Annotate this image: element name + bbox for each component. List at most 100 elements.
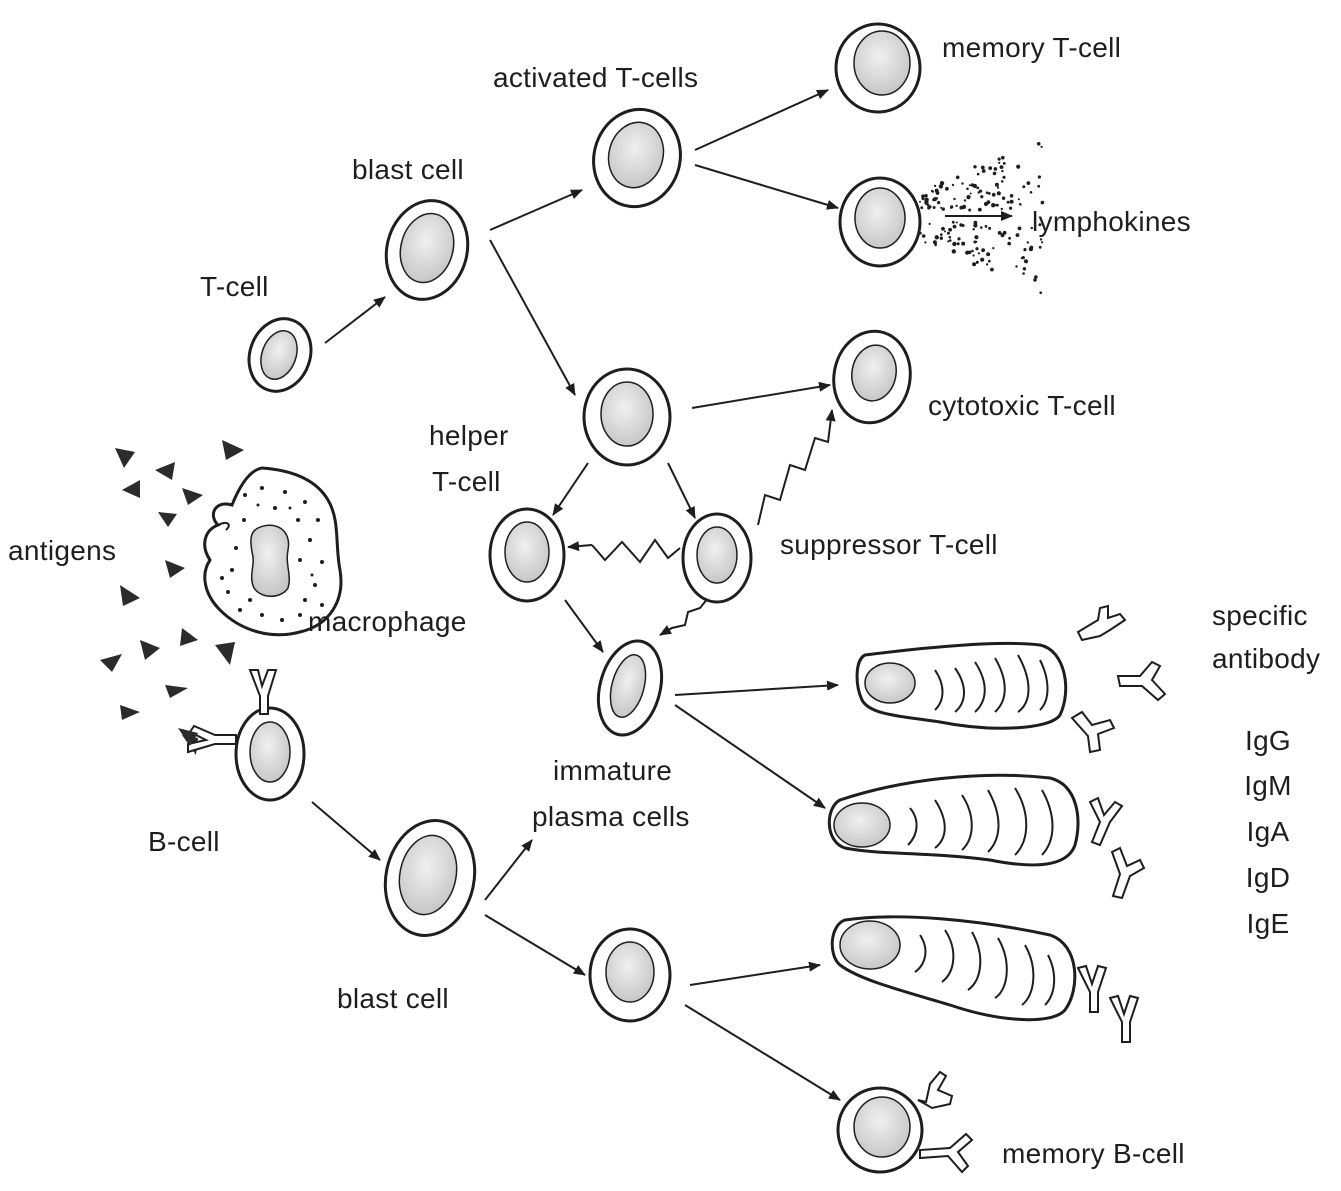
arrow-blast-to-helper	[490, 240, 575, 395]
lymphokine-dot	[978, 208, 982, 212]
label-antigens: antigens	[8, 537, 116, 565]
lymphokine-dot	[1027, 241, 1029, 243]
arrow-activated-to-lymphokine-cell	[695, 165, 838, 208]
label-iga: IgA	[1247, 818, 1290, 846]
lymphokine-dot	[1039, 246, 1042, 249]
lymphokine-dot	[980, 258, 984, 262]
lymphokine-dot	[971, 250, 974, 253]
lymphokine-dot	[935, 235, 939, 239]
lymphokine-dot	[966, 195, 970, 199]
lymphokine-dot	[984, 202, 988, 206]
lymphokine-dot	[993, 172, 997, 176]
lymphokine-dot	[1037, 142, 1041, 146]
antibody-icon	[1090, 798, 1122, 845]
lymphokine-dot	[990, 268, 994, 272]
lymphokine-dot	[942, 207, 945, 210]
lymphokine-dot	[1007, 201, 1010, 204]
lymphokine-dot	[972, 262, 976, 266]
lymphokine-dot	[973, 228, 975, 230]
lymphokine-dot	[1007, 242, 1011, 246]
immature-plasma-cell-lower	[590, 929, 670, 1021]
lymphokine-dot	[997, 191, 1001, 195]
lymphokine-dot	[933, 197, 937, 201]
antigen	[140, 640, 160, 660]
lymphokine-dot	[986, 252, 990, 256]
lymphokine-dot	[1027, 181, 1031, 185]
antigen	[180, 628, 198, 646]
antigen	[115, 448, 135, 468]
lymphokine-dot	[1022, 272, 1025, 275]
lymphokine-dot	[922, 197, 925, 200]
lymphokine-dot	[919, 232, 922, 235]
zigzag-suppressor-to-helper	[592, 540, 680, 562]
label-ige: IgE	[1247, 910, 1290, 938]
lymphokine-dot	[1038, 175, 1041, 178]
lymphokine-dot	[959, 206, 963, 210]
zigzag-suppressor-to-immature	[660, 598, 708, 635]
lymphokine-dot	[998, 158, 1001, 161]
lymphokine-dot	[997, 187, 999, 189]
label-memory-b-cell: memory B-cell	[1002, 1140, 1185, 1168]
lymphokine-dot	[1039, 291, 1042, 294]
arrow-activated-to-memory	[695, 90, 828, 150]
lymphokine-dot	[953, 198, 955, 200]
lymphokine-dot	[980, 226, 983, 229]
lymphokine-dot	[970, 193, 972, 195]
label-helper-t-cell: T-cell	[432, 468, 501, 496]
lymphokine-dot	[957, 242, 960, 245]
antigen	[158, 512, 177, 527]
label-cytotoxic-t-cell: cytotoxic T-cell	[928, 392, 1116, 420]
arrow-helper-to-suppressor	[668, 463, 695, 518]
label-t-cell: T-cell	[200, 273, 269, 301]
arrow-immature-to-plasma1	[675, 685, 838, 695]
arrow-blast-to-activated	[490, 190, 582, 230]
antigen	[100, 654, 122, 672]
label-lymphokines: lymphokines	[1032, 208, 1191, 236]
label-blast-cell-t: blast cell	[352, 156, 464, 184]
arrow-helper-to-cytotoxic	[692, 385, 830, 408]
lymphokine-dot	[1041, 241, 1043, 243]
lymphokine-dot	[968, 209, 971, 212]
lymphokine-dot	[976, 262, 978, 264]
lymphokine-dot	[920, 206, 923, 209]
arrow-plasma-lower-to-plasma3	[690, 965, 820, 985]
lymphokine-dot	[985, 225, 988, 228]
helper-t-cell	[584, 369, 670, 465]
lymphokine-dot	[1021, 257, 1023, 259]
activated-t-cell	[583, 100, 691, 217]
label-suppressor-t-cell: suppressor T-cell	[780, 531, 998, 559]
lymphokine-dot	[1001, 170, 1003, 172]
blast-cell-t	[375, 191, 478, 308]
antigen	[165, 560, 185, 578]
arrow-blast-to-plasma-lower	[485, 915, 585, 975]
lymphokine-dot	[1015, 265, 1017, 267]
lymphokine-dot	[936, 191, 940, 195]
antigen	[165, 685, 188, 698]
lymphokine-dot	[952, 184, 954, 186]
plasma-cell-1	[857, 643, 1066, 728]
lymphokine-dot	[1008, 237, 1011, 240]
lymphokine-dot	[991, 203, 995, 207]
lymphokine-dot	[926, 198, 929, 201]
arrow-plasma-lower-to-memory-b	[685, 1005, 840, 1100]
lymphokine-dot	[953, 225, 957, 229]
label-blast-cell-b: blast cell	[337, 985, 449, 1013]
label-igm: IgM	[1244, 772, 1292, 800]
lymphokine-dot	[1040, 238, 1042, 240]
lymphokine-dot	[1016, 165, 1020, 169]
lymphokine-dot	[1002, 197, 1005, 200]
lymphokine-dot	[939, 184, 943, 188]
lymphokine-dot	[992, 247, 994, 249]
antibody-icon	[1078, 606, 1125, 640]
lymphokine-dot	[933, 206, 936, 209]
antigen	[222, 440, 244, 460]
lymphokine-dot	[948, 228, 952, 232]
lymphokine-dot	[976, 187, 979, 190]
lymphokine-dot	[994, 167, 998, 171]
antigen	[155, 462, 175, 480]
lymphokine-dot	[952, 249, 956, 253]
lymphokine-dot	[929, 223, 931, 225]
lymphokine-dot	[974, 221, 978, 225]
